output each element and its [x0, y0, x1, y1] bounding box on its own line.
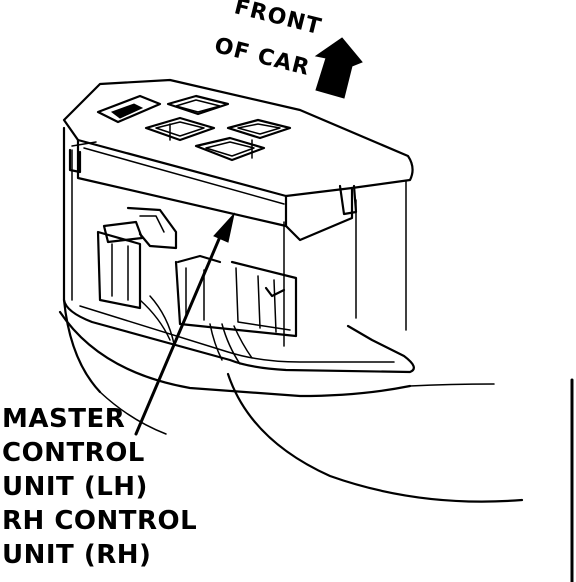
- front-label-line1: FRONT: [232, 0, 324, 40]
- wiring-connectors: [96, 206, 298, 365]
- console-housing: [58, 126, 574, 582]
- callout-line-2: CONTROL: [2, 438, 145, 468]
- master-control-unit: [62, 78, 414, 242]
- front-of-car-label: FRONT OF CAR: [212, 0, 324, 81]
- callout-line-1: MASTER: [2, 404, 125, 434]
- leader-arrow-icon: [134, 212, 235, 436]
- callout-label: MASTER CONTROL UNIT (LH) RH CONTROL UNIT…: [2, 404, 197, 570]
- callout-line-4: RH CONTROL: [2, 506, 197, 536]
- front-label-line2: OF CAR: [212, 33, 313, 81]
- callout-line-3: UNIT (LH): [2, 472, 148, 502]
- callout-line-5: UNIT (RH): [2, 540, 151, 570]
- direction-arrow-icon: [314, 37, 363, 99]
